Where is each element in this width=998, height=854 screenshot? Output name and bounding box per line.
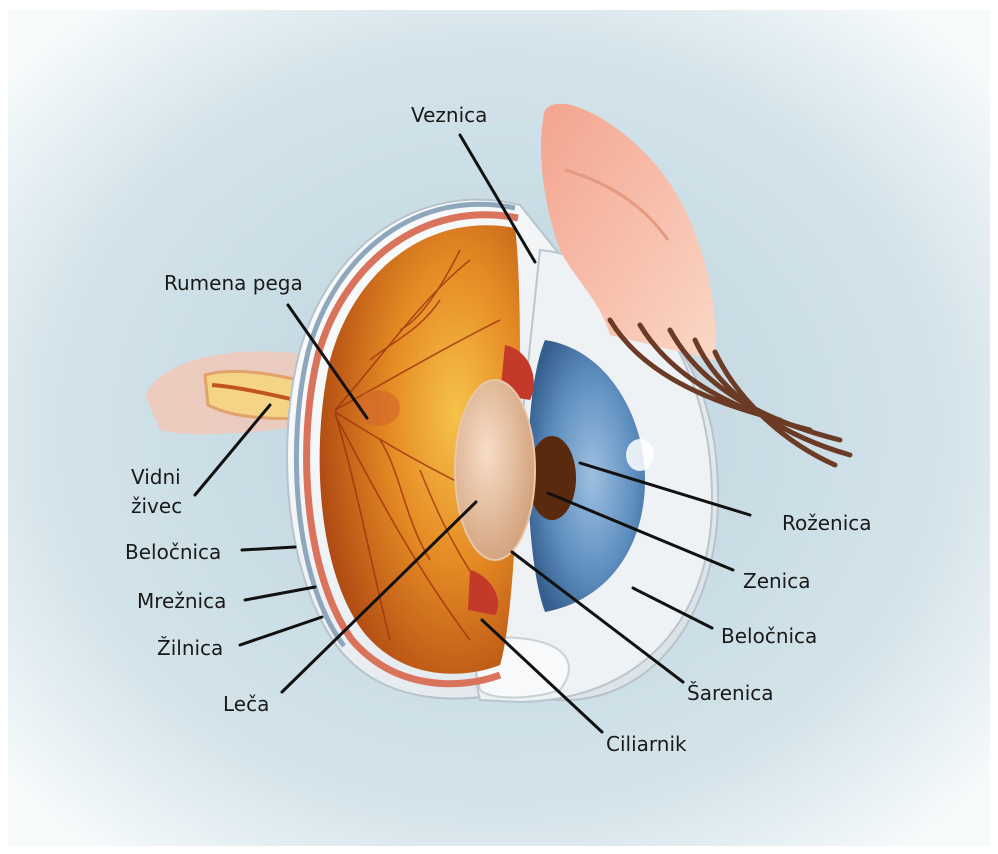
label-vidni-zivec-line1: Vidni <box>131 465 181 489</box>
label-belocnica-left: Beločnica <box>125 540 221 564</box>
label-rozenica: Roženica <box>782 511 872 535</box>
label-sarenica: Šarenica <box>687 681 774 705</box>
cornea-highlight <box>626 439 654 471</box>
label-veznica: Veznica <box>411 103 487 127</box>
label-vidni-zivec-line2: živec <box>131 494 182 518</box>
label-mreznica: Mrežnica <box>137 589 226 613</box>
label-zilnica: Žilnica <box>157 636 223 660</box>
macula-spot <box>356 390 400 426</box>
label-rumena-pega: Rumena pega <box>164 271 303 295</box>
label-leca: Leča <box>223 692 269 716</box>
label-zenica: Zenica <box>743 569 811 593</box>
lens <box>455 380 535 560</box>
label-belocnica-right: Beločnica <box>721 624 817 648</box>
label-ciliarnik: Ciliarnik <box>606 732 687 756</box>
